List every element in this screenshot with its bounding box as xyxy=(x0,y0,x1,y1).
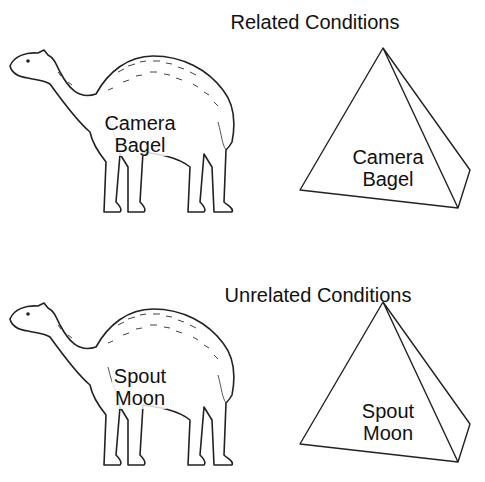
pyramid-figure: Camera Bagel xyxy=(298,42,474,212)
camel-hump-shading xyxy=(58,61,218,106)
camel-hump-shading xyxy=(58,314,218,359)
camel-figure: Camera Bagel xyxy=(8,42,238,214)
pyramid-edges xyxy=(300,48,470,208)
camel-eye xyxy=(26,59,30,63)
pyramid-figure: Spout Moon xyxy=(298,296,474,466)
word-pair-holder: Spout Moon xyxy=(362,400,414,444)
pyramid-edges xyxy=(300,302,470,462)
word-pair-holder: Spout Moon xyxy=(112,365,168,409)
word-pair: Camera Bagel xyxy=(102,112,177,156)
word-pair: Spout Moon xyxy=(362,400,414,444)
word-pair: Spout Moon xyxy=(112,365,168,409)
camel-eye xyxy=(26,312,30,316)
condition-heading: Related Conditions xyxy=(231,10,400,34)
camel-outline xyxy=(10,50,234,212)
camel-figure: Spout Moon xyxy=(8,295,238,467)
word-pair-holder: Camera Bagel xyxy=(352,146,423,190)
word-pair-holder: Camera Bagel xyxy=(102,112,177,156)
condition-heading: Unrelated Conditions xyxy=(225,283,412,307)
camel-outline xyxy=(10,303,234,465)
word-pair: Camera Bagel xyxy=(352,146,423,190)
